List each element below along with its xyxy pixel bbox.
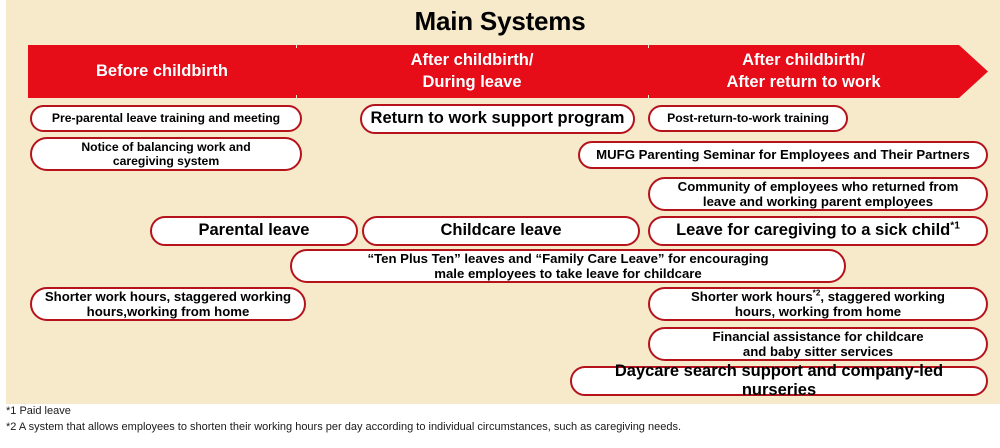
- box-line: Pre-parental leave training and meeting: [51, 111, 281, 126]
- box-leave-for-caregiving-sick-child: Leave for caregiving to a sick child*1: [648, 216, 988, 246]
- arrow-segment-line: During leave: [422, 72, 522, 91]
- box-daycare-search-support: Daycare search support and company-led n…: [570, 362, 988, 399]
- box-line: Post-return-to-work training: [667, 111, 829, 126]
- box-line: male employees to take leave for childca…: [434, 266, 702, 281]
- box-community-of-employees: Community of employees who returned from…: [648, 177, 988, 211]
- box-line: Leave for caregiving to a sick child: [676, 221, 951, 240]
- box-line: Community of employees who returned from: [677, 178, 959, 194]
- footnote-marker: *2: [812, 288, 821, 298]
- box-line: Daycare search support and company-led n…: [614, 361, 944, 399]
- arrow-segment-line: After return to work: [726, 72, 881, 91]
- box-parental-leave: Parental leave: [150, 216, 358, 246]
- box-line: Notice of balancing work and: [81, 139, 251, 154]
- box-line: Childcare leave: [440, 221, 562, 240]
- box-pre-parental-leave-training: Pre-parental leave training and meeting: [30, 105, 302, 132]
- footnote-1: *1 Paid leave: [6, 405, 71, 417]
- box-line: and baby sitter services: [742, 344, 894, 359]
- box-return-to-work-support-program: Return to work support program: [360, 104, 635, 134]
- segment-divider-tick: [296, 45, 297, 48]
- box-line: Return to work support program: [370, 109, 625, 128]
- box-childcare-leave: Childcare leave: [362, 216, 640, 246]
- box-post-return-to-work-training: Post-return-to-work training: [648, 105, 848, 132]
- box-notice-balancing-work: Notice of balancing work and caregiving …: [30, 137, 302, 171]
- arrow-segment-before-childbirth: Before childbirth: [28, 45, 296, 98]
- box-line: hours,working from home: [86, 304, 250, 319]
- arrow-segment-line: Before childbirth: [95, 61, 228, 80]
- segment-divider-tick: [296, 95, 297, 98]
- box-shorter-work-hours-right: Shorter work hours*2, staggered working …: [648, 287, 988, 321]
- box-shorter-work-hours-left: Shorter work hours, staggered working ho…: [30, 287, 306, 321]
- page-title: Main Systems: [414, 6, 586, 36]
- arrow-segment-line: After childbirth/: [742, 51, 865, 70]
- segment-divider-tick: [648, 95, 649, 98]
- box-ten-plus-ten-leaves: “Ten Plus Ten” leaves and “Family Care L…: [290, 249, 846, 283]
- footnotes: *1 Paid leave *2 A system that allows em…: [6, 404, 996, 436]
- box-line: MUFG Parenting Seminar for Employees and…: [596, 147, 970, 163]
- arrow-segment-line: After childbirth/: [410, 51, 534, 70]
- box-line: caregiving system: [112, 154, 220, 168]
- box-line: leave and working parent employees: [702, 194, 934, 209]
- segment-divider-tick: [648, 45, 649, 48]
- arrow-segment-after-childbirth-during-leave: After childbirth/ During leave: [296, 45, 648, 98]
- box-line: Shorter work hours: [691, 288, 813, 304]
- box-line: Financial assistance for childcare: [712, 328, 924, 344]
- timeline-arrow-banner: Before childbirth After childbirth/ Duri…: [28, 45, 988, 98]
- footnote-marker: *1: [950, 220, 960, 232]
- box-line: , staggered working: [820, 288, 945, 304]
- footnote-2: *2 A system that allows employees to sho…: [6, 420, 682, 433]
- box-line: Shorter work hours, staggered working: [44, 288, 292, 304]
- box-line: Parental leave: [198, 221, 310, 240]
- box-mufg-parenting-seminar: MUFG Parenting Seminar for Employees and…: [578, 141, 988, 169]
- box-line: hours, working from home: [734, 304, 902, 319]
- arrow-shape: [28, 45, 988, 98]
- box-financial-assistance-childcare: Financial assistance for childcare and b…: [648, 327, 988, 361]
- arrow-segment-after-return-to-work: After childbirth/ After return to work: [648, 45, 959, 98]
- box-line: “Ten Plus Ten” leaves and “Family Care L…: [367, 250, 769, 266]
